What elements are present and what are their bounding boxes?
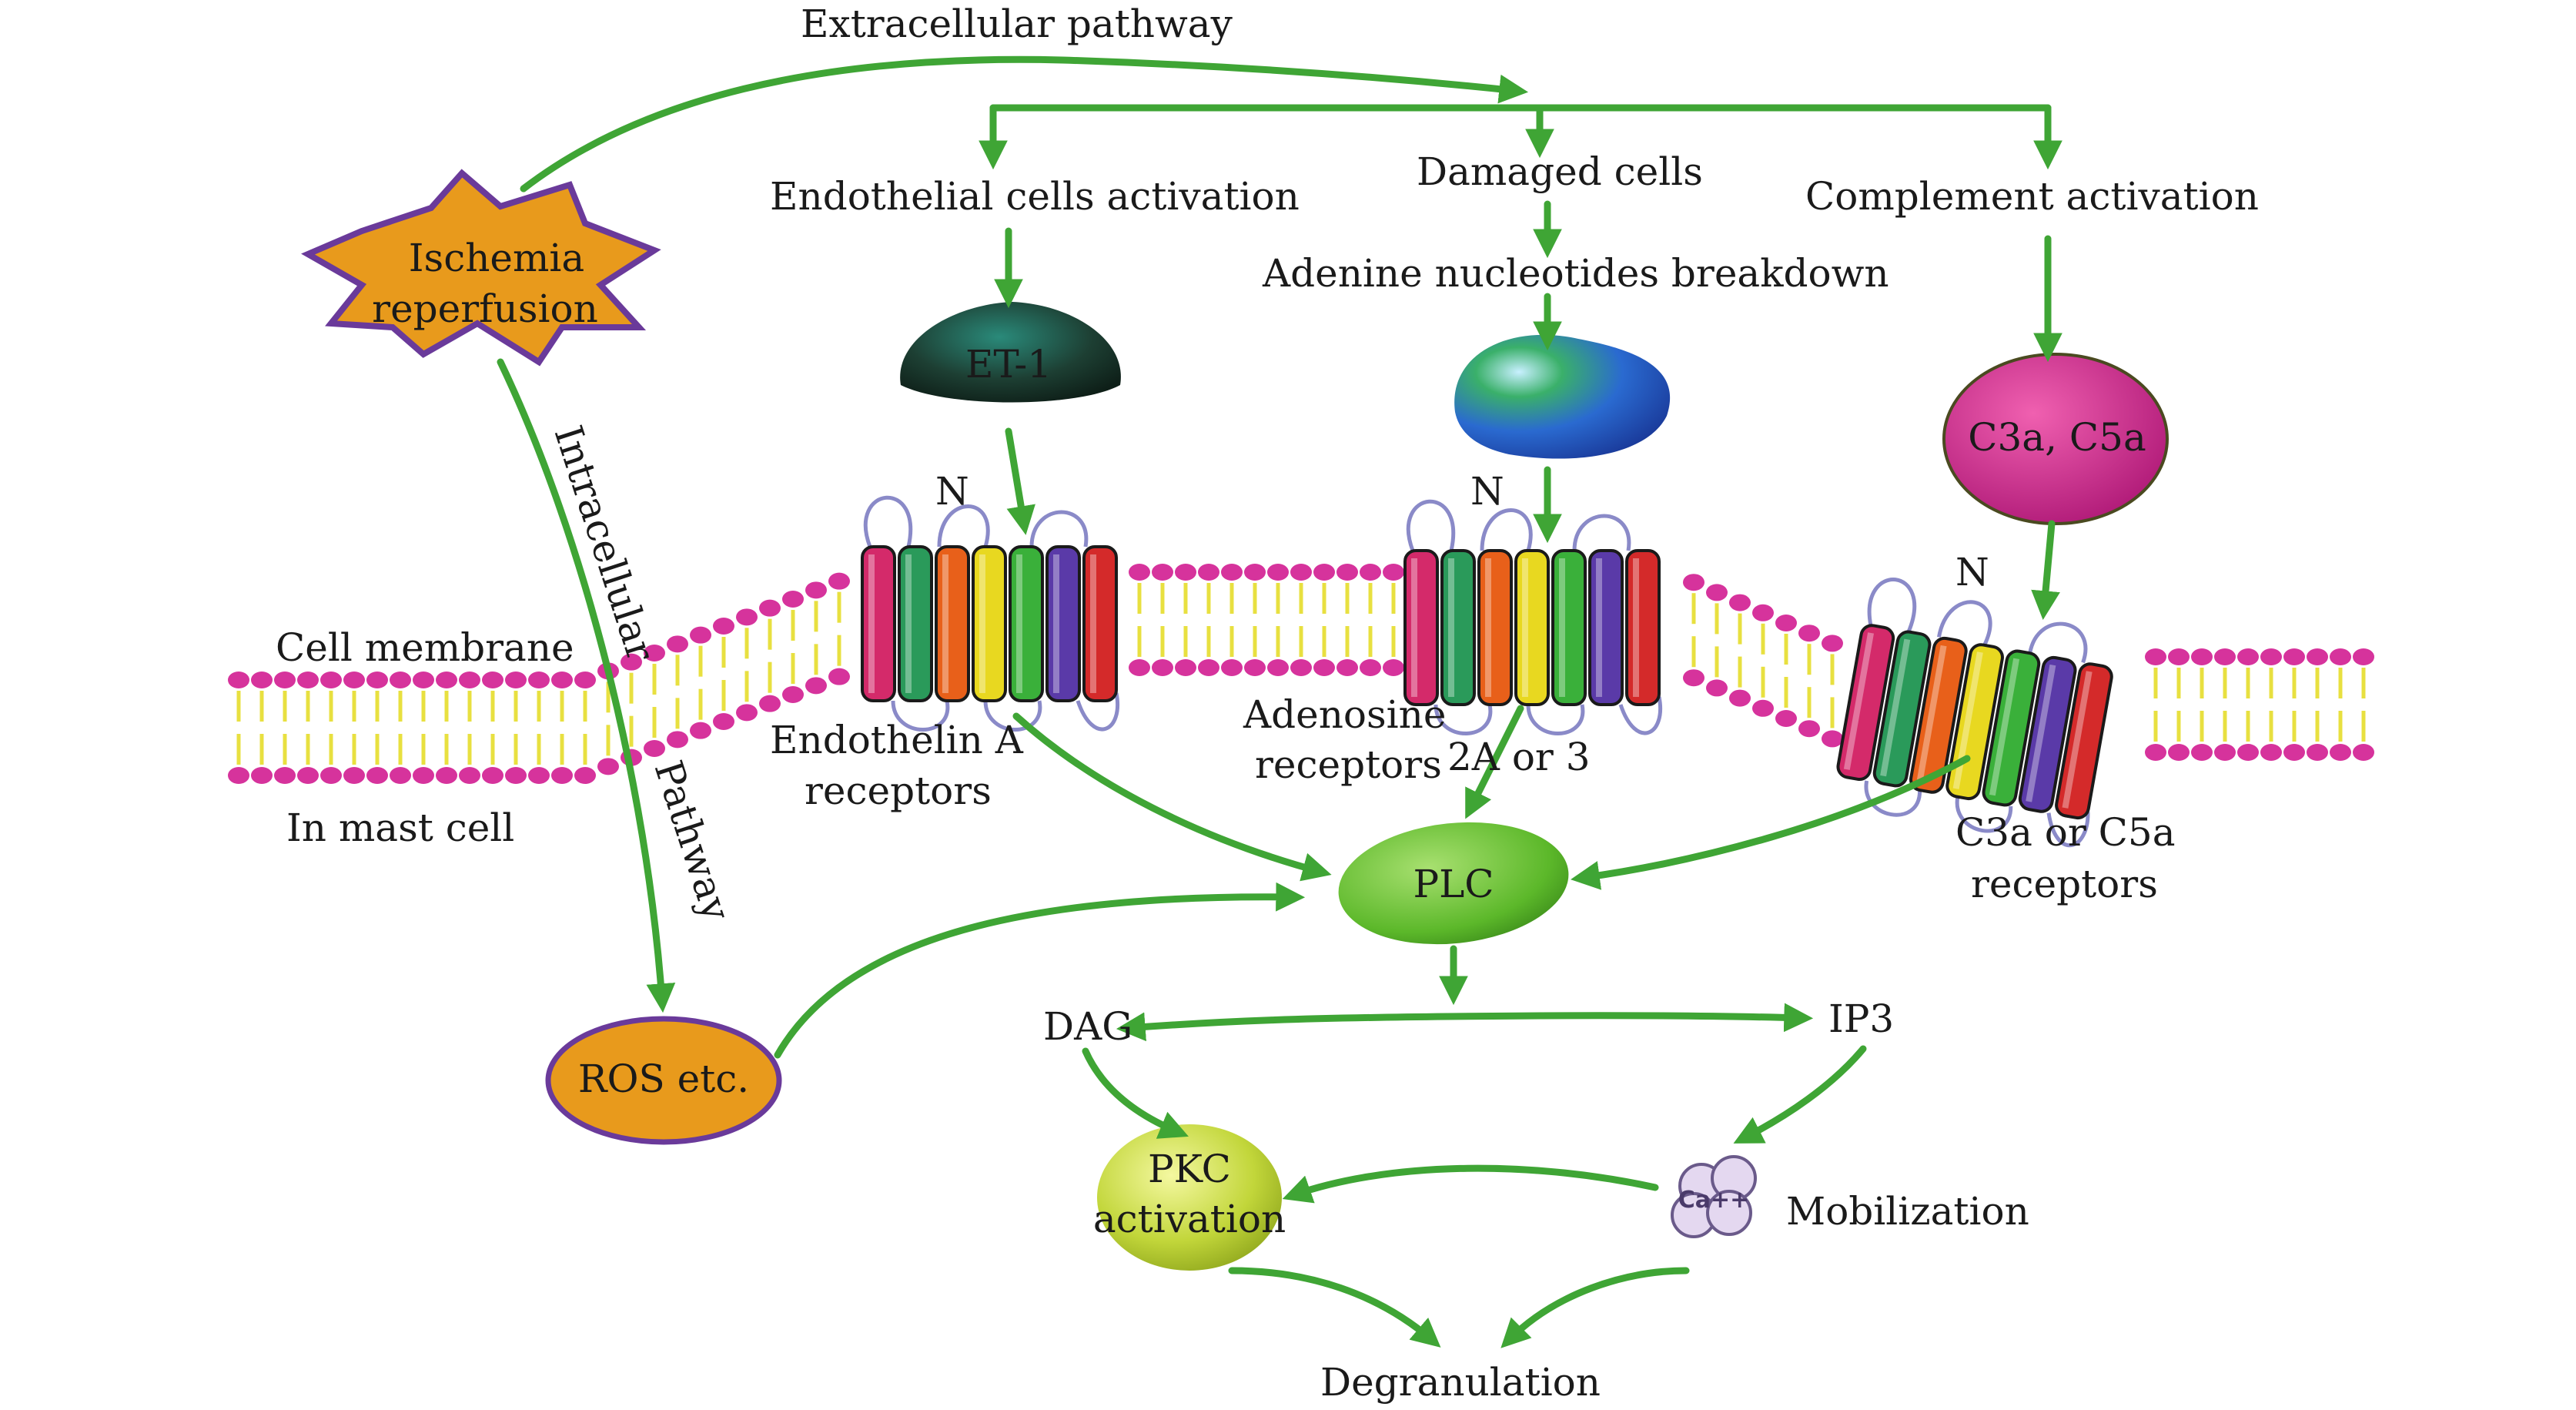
et1-ligand-shape [900,302,1121,403]
plc-label: PLC [1413,862,1494,906]
c3a-c5a-label: C3a, C5a [1968,415,2146,460]
endothelial-activation-label: Endothelial cells activation [770,174,1300,219]
adenosine-receptor [1403,499,1662,735]
endothelin-a-receptor [861,495,1119,732]
plc-enzyme-shape [1338,822,1569,945]
complement-activation-label: Complement activation [1805,174,2259,219]
adenosine-receptor-label-line1: Adenosine [1243,692,1446,737]
calcium-ion-label: Ca++ [1678,1187,1750,1214]
ros-shape [545,1016,782,1145]
calcium-ion-icon: Ca++ [1671,1155,1757,1238]
mobilization-label: Mobilization [1786,1189,2029,1234]
adenosine-receptor-n-terminus-label: N [1470,469,1504,514]
endothelin-receptor-n-terminus-label: N [935,469,969,514]
complement-receptor-label-line1: C3a or C5a [1955,810,2176,855]
cell-membrane-label: Cell membrane [276,625,574,670]
cell-membrane-bilayer [228,564,2374,784]
adenine-breakdown-label: Adenine nucleotides breakdown [1262,251,1889,296]
adenosine-receptor-label-line2: receptors [1255,742,1442,787]
degranulation-label: Degranulation [1320,1360,1601,1405]
complement-receptor-label-line2: receptors [1971,862,2158,906]
ischemia-label-line2: reperfusion [372,286,598,331]
pkc-label-line2: activation [1093,1197,1286,1241]
ip3-label: IP3 [1828,996,1894,1041]
receptor-group [861,495,2113,848]
pkc-shape [1097,1124,1282,1271]
extracellular-pathway-label: Extracellular pathway [801,2,1233,46]
damaged-cells-label: Damaged cells [1417,149,1703,194]
adenosine-ligand-shape [1454,334,1671,459]
complement-receptor-n-terminus-label: N [1955,550,1989,594]
complement-receptor [1836,578,2113,848]
ischemia-label-line1: Ischemia [409,236,584,280]
ros-label: ROS etc. [578,1057,749,1101]
pathway-arrows [497,55,2062,1348]
endothelin-receptor-label-line2: receptors [805,769,992,813]
pathway-label: Pathway [646,755,740,927]
adenosine-receptor-subtype-label: 2A or 3 [1447,735,1591,779]
dag-label: DAG [1043,1004,1132,1049]
in-mast-cell-label: In mast cell [286,805,514,850]
ischemia-starburst-shape [301,169,661,367]
pkc-label-line1: PKC [1148,1147,1231,1191]
endothelin-receptor-label-line1: Endothelin A [770,718,1024,762]
et1-label: ET-1 [965,342,1052,387]
